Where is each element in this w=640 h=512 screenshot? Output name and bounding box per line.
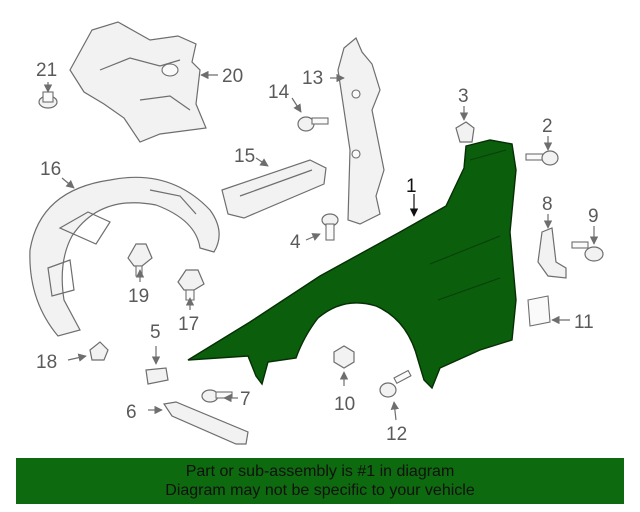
callout-4: 4: [290, 232, 301, 253]
callout-3: 3: [458, 86, 469, 107]
part-10-nut: [333, 345, 355, 369]
callout-12: 12: [386, 424, 407, 445]
part-5-clip-nut: [145, 367, 169, 385]
banner-line-2: Diagram may not be specific to your vehi…: [165, 482, 475, 499]
callout-21: 21: [36, 60, 57, 81]
leader-12: [390, 401, 400, 421]
part-8-bracket: [537, 227, 567, 279]
callout-16: 16: [40, 159, 61, 180]
callout-2: 2: [542, 116, 553, 137]
callout-20: 20: [222, 66, 243, 87]
part-16-fender-liner: [29, 176, 220, 337]
callout-14: 14: [268, 82, 290, 103]
callout-8: 8: [542, 194, 553, 215]
callout-11: 11: [574, 312, 594, 333]
part-11-pad: [527, 295, 551, 327]
leader-15: [255, 157, 269, 167]
part-12-bolt: [379, 369, 412, 398]
callout-13: 13: [302, 68, 323, 89]
part-6-bracket: [162, 401, 249, 445]
leader-18: [67, 353, 87, 362]
part-2-bolt: [525, 150, 559, 166]
part-1-fender: [187, 139, 517, 390]
part-7-bolt: [201, 389, 233, 403]
part-20-splash-shield: [69, 21, 207, 143]
leader-14: [291, 97, 302, 113]
callout-15: 15: [234, 146, 255, 167]
part-3-bumper: [455, 121, 475, 143]
callout-17: 17: [178, 314, 199, 335]
leader-16: [61, 177, 75, 189]
part-17-push-clip: [177, 269, 205, 301]
callout-19: 19: [128, 286, 149, 307]
callout-6: 6: [126, 402, 137, 423]
callout-9: 9: [588, 206, 599, 227]
parts-diagram: 20 21 16 13 14 15 4: [29, 21, 604, 445]
part-21-clip: [38, 91, 58, 109]
part-4-bolt: [321, 213, 339, 241]
part-15-reinforcement: [221, 159, 327, 219]
callout-10: 10: [334, 394, 355, 415]
callout-1: 1: [406, 176, 417, 197]
part-14-bolt: [297, 116, 329, 132]
callout-7: 7: [240, 389, 251, 410]
part-9-bolt: [571, 241, 604, 262]
callout-18: 18: [36, 352, 57, 373]
callout-5: 5: [150, 322, 161, 343]
part-13-bracket: [337, 37, 385, 225]
leader-4: [305, 233, 321, 241]
part-18-clip: [89, 341, 109, 361]
banner-line-1: Part or sub-assembly is #1 in diagram: [185, 463, 455, 480]
diagram-notice-banner: Part or sub-assembly is #1 in diagram Di…: [16, 458, 624, 504]
